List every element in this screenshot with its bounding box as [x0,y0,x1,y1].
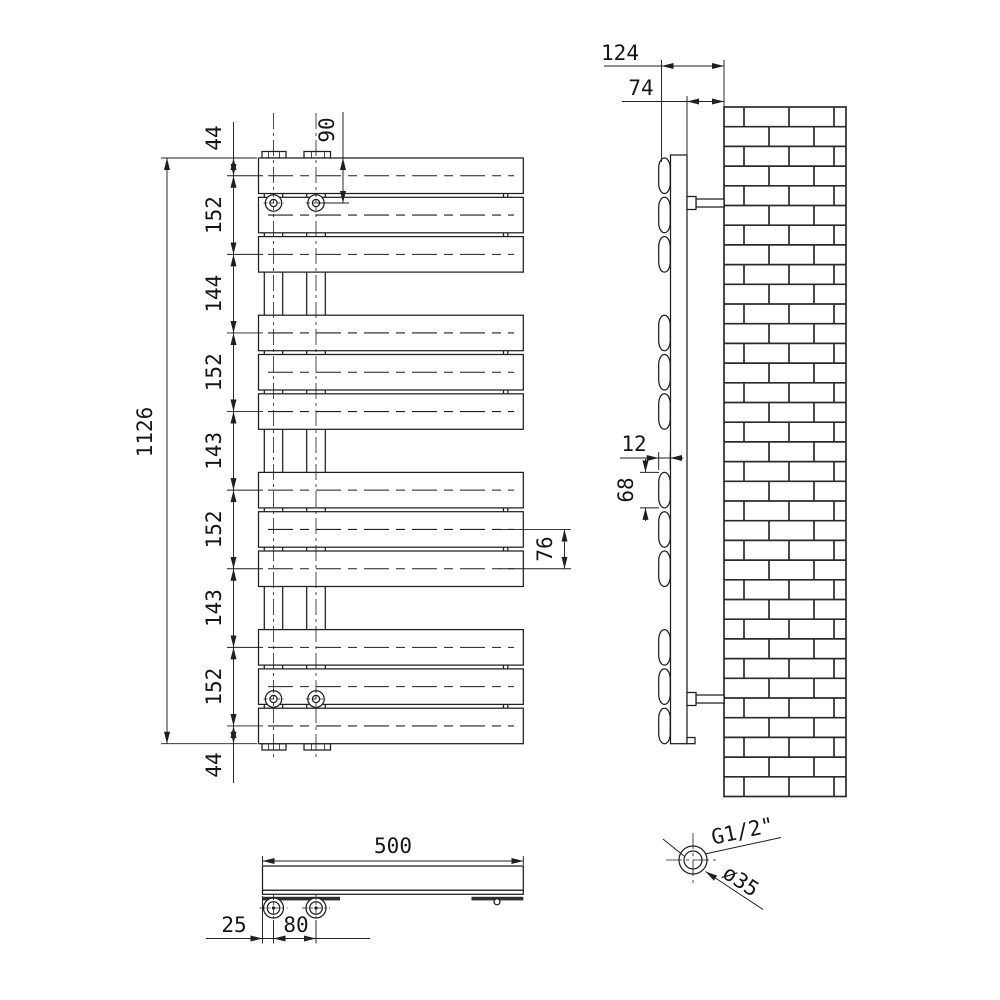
panel-edge [658,353,671,391]
collector-tube-side [669,154,688,745]
water-connections [259,894,330,922]
dim-label-68: 68 [614,477,638,502]
panel-top-view [261,865,524,891]
front-panels [257,157,524,745]
dim-chain-8: 44 [202,752,226,777]
wall-bracket-bottom [686,691,725,707]
panel-edge [658,628,671,666]
dim-chain-5: 152 [202,510,226,548]
panel-edge [658,511,671,548]
bottom-plug [686,736,696,745]
panel-edge [658,471,671,509]
panel-edge [658,314,671,352]
thread-leader [704,837,782,855]
brick-wall [723,106,847,798]
dim-label-80: 80 [283,913,308,937]
dim-chain-0: 44 [202,125,226,150]
dimension-panel-height: 68 [614,459,659,521]
dimension-total-depth: 124 [601,41,725,162]
panel-edge [658,393,671,430]
dim-label-76: 76 [533,536,557,561]
dim-label-74: 74 [628,76,653,100]
panel-edge [658,707,671,745]
panel-face-edge [261,889,524,895]
dim-label-12: 12 [621,432,646,456]
bottom-view: 500 25 80 [206,834,524,944]
panel-edge [658,235,671,273]
front-view: 1126 44 152 144 152 143 152 143 152 44 90 76 [133,112,571,783]
panel-edge [658,157,671,195]
panel-edge [658,550,671,588]
tube-caps-top [261,150,332,159]
dim-label-overall: 1126 [133,407,157,458]
dimension-chain: 44 152 144 152 143 152 143 152 44 [202,122,263,783]
bracket-pin-end [493,898,501,906]
dimension-connection-offsets: 25 80 [206,896,370,944]
water-connection [259,894,288,922]
dim-chain-2: 144 [202,275,226,313]
thread-leader-tail [662,838,685,857]
thread-label: G1/2" [709,813,776,850]
dim-label-500: 500 [374,834,412,858]
mounting-screw [263,689,284,709]
dim-label-124: 124 [601,41,639,65]
diameter-leader [705,871,764,910]
tube-caps-bottom [261,743,332,751]
mounting-screw [306,689,326,709]
dim-chain-1: 152 [202,196,226,234]
dimension-overall-height: 1126 [133,157,257,745]
panel-edge [658,196,671,234]
dim-chain-4: 143 [202,432,226,470]
connection-detail: G1/2" ø35 [662,813,782,910]
dim-label-25: 25 [221,913,246,937]
dim-chain-6: 143 [202,589,226,627]
panel-edge [658,668,671,706]
side-view: 124 74 12 68 [601,41,847,798]
mounting-screws [263,193,326,709]
dim-label-90: 90 [315,117,339,142]
mounting-screw [263,193,284,213]
dim-chain-7: 152 [202,668,226,706]
diameter-label: ø35 [718,861,763,902]
wall-bracket-top [686,195,725,211]
dimension-tube-to-wall: 74 [622,76,724,155]
water-connection [302,894,330,922]
dim-chain-3: 152 [202,353,226,391]
bracket-strip-left [263,896,340,901]
dimension-panel-pitch: 76 [500,528,571,570]
dimension-panel-depth: 12 [620,432,684,470]
side-panels [658,157,671,745]
dimension-width: 500 [262,834,524,865]
dimension-top-to-connection: 90 [315,112,349,204]
